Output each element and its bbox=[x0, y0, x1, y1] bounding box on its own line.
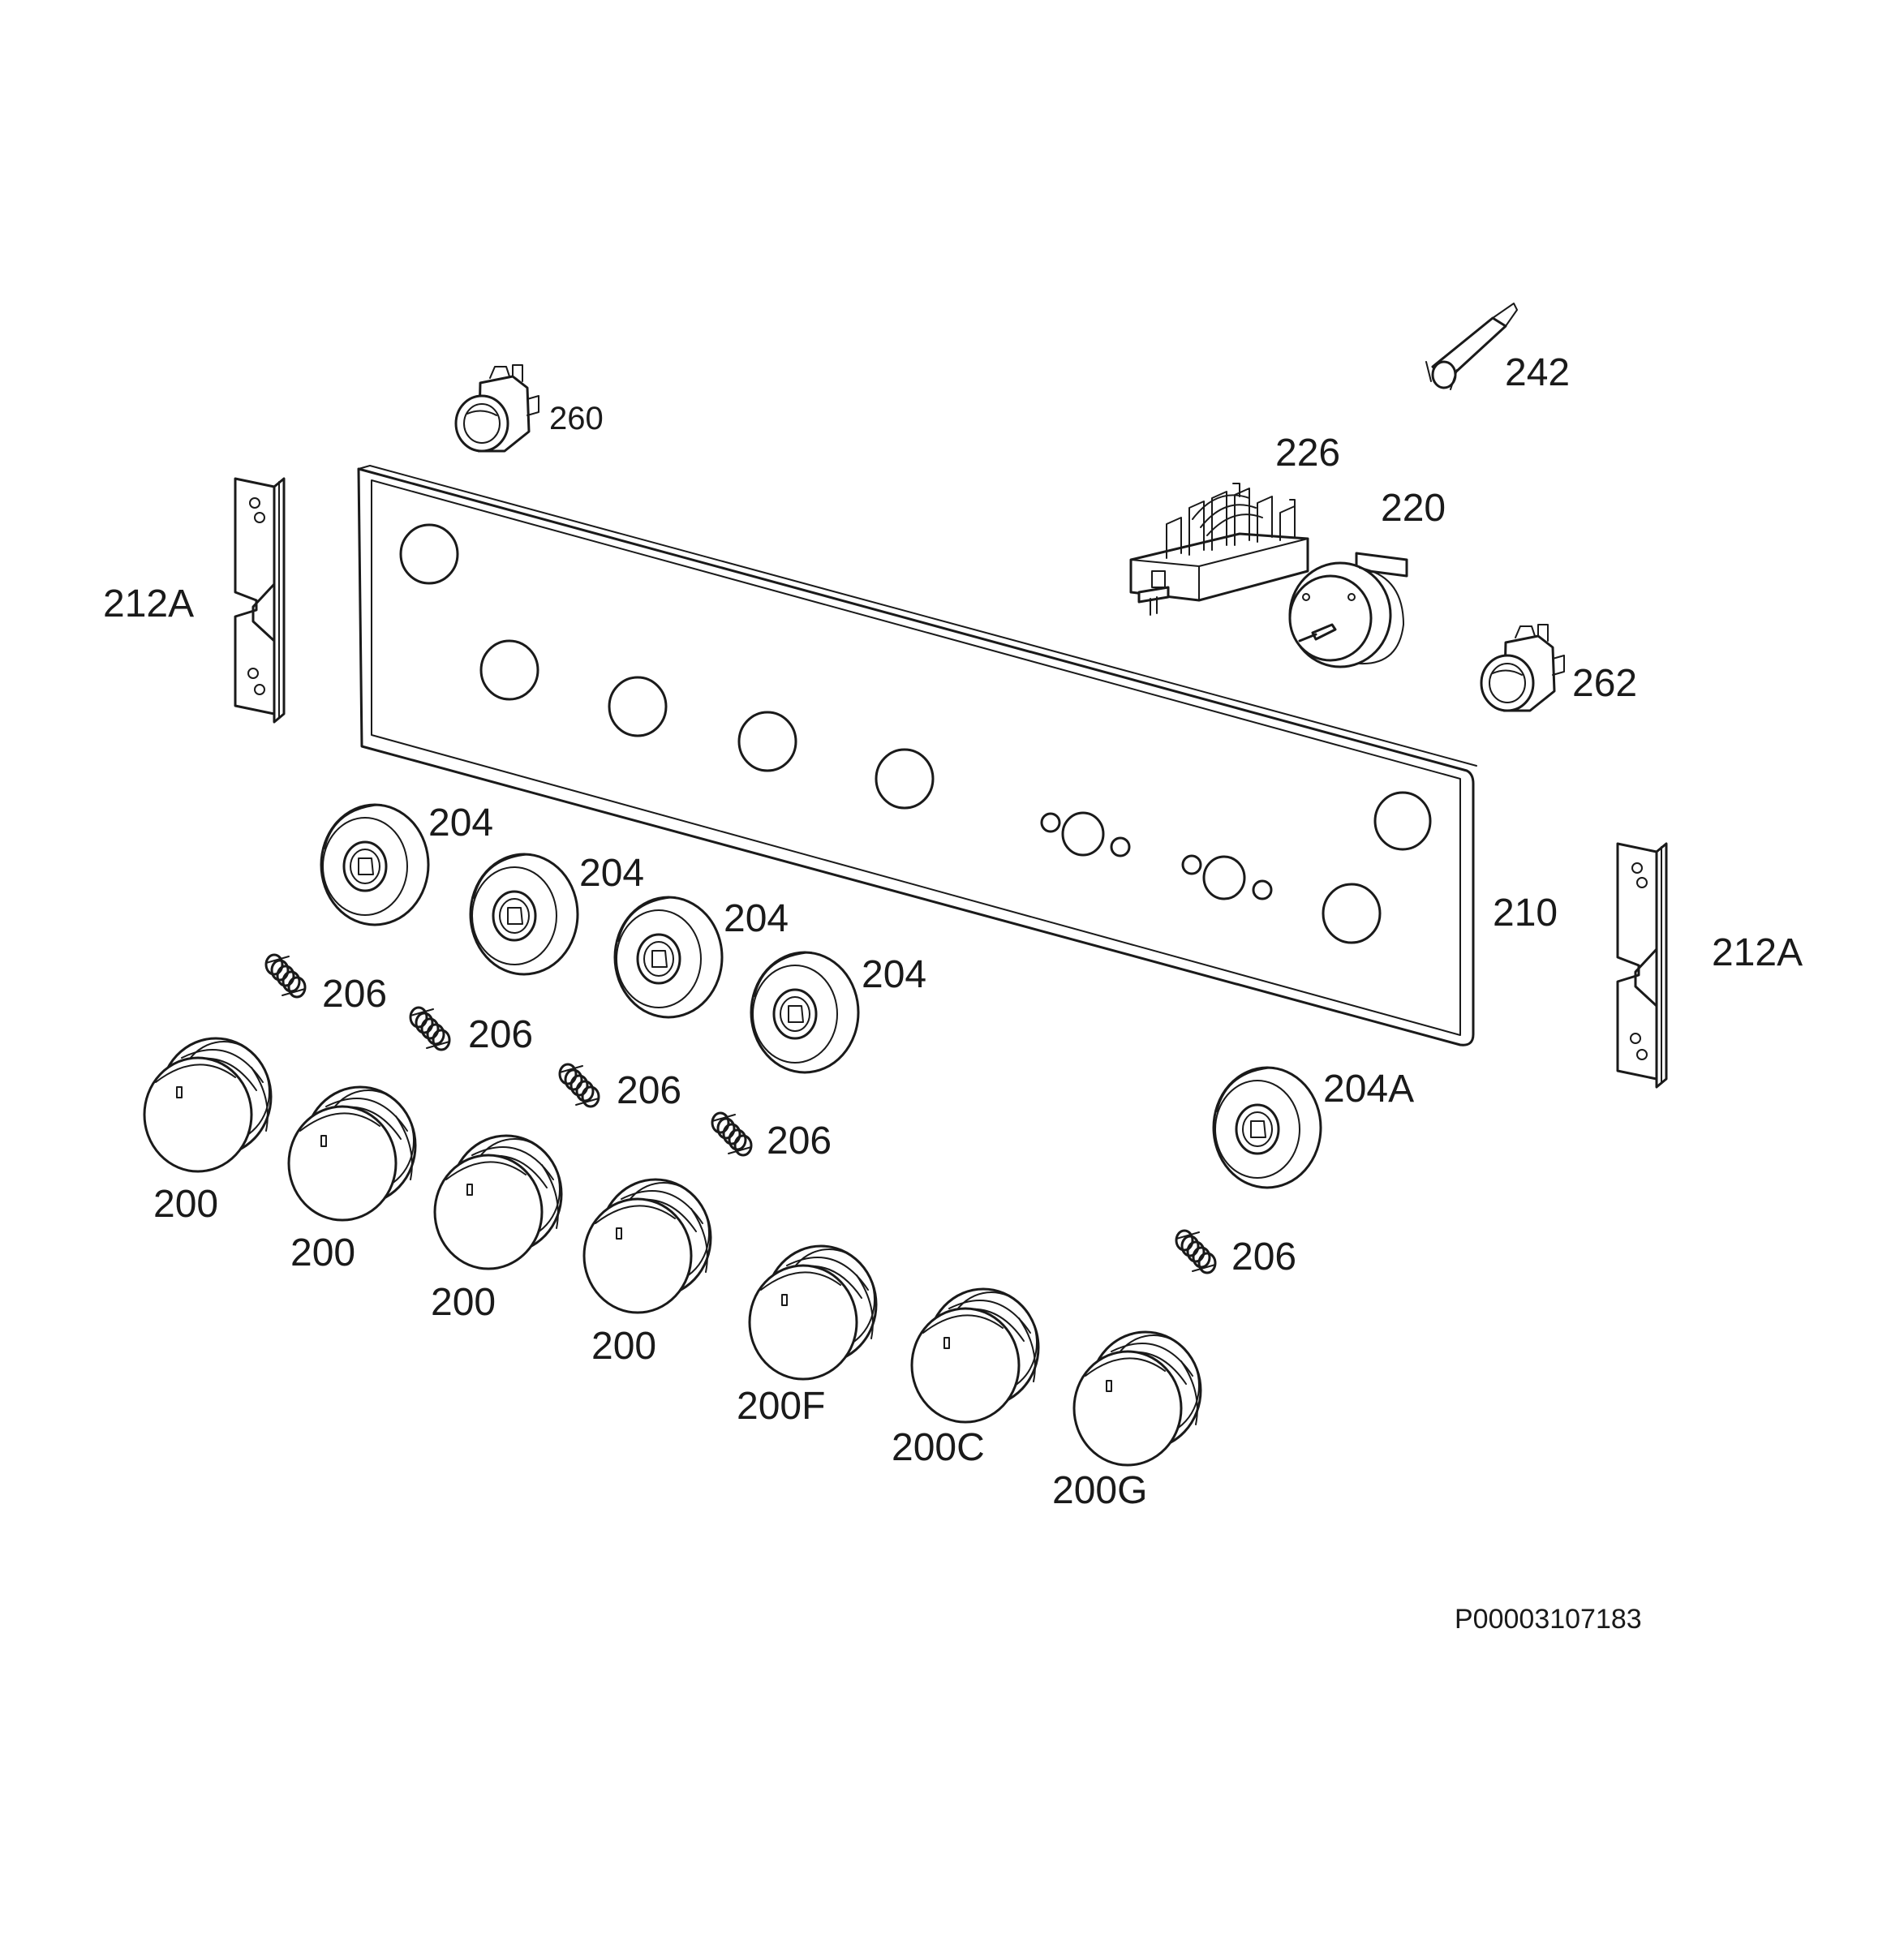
knob-200-2 bbox=[287, 1085, 417, 1222]
panel-hole bbox=[479, 639, 539, 701]
panel-hole-small bbox=[1181, 854, 1202, 875]
spring-206-3 bbox=[558, 1063, 600, 1108]
label-206-3: 206 bbox=[617, 1069, 681, 1112]
label-206-2: 206 bbox=[468, 1013, 533, 1056]
panel-hole-small bbox=[1252, 879, 1273, 900]
label-206-4: 206 bbox=[767, 1119, 832, 1162]
label-210: 210 bbox=[1493, 892, 1558, 935]
label-200-3: 200 bbox=[431, 1281, 496, 1324]
lamp-holder-262 bbox=[1480, 623, 1566, 712]
label-200g: 200G bbox=[1052, 1469, 1147, 1512]
knob-200-3 bbox=[433, 1134, 563, 1270]
panel-hole bbox=[399, 523, 459, 585]
side-bracket-212a-right bbox=[1616, 842, 1668, 1089]
lamp-holder-260 bbox=[454, 363, 540, 453]
label-206-1: 206 bbox=[322, 973, 387, 1016]
label-212a-left: 212A bbox=[103, 582, 194, 625]
label-204-1: 204 bbox=[428, 801, 493, 844]
bezel-204a bbox=[1212, 1066, 1322, 1189]
panel-hole bbox=[737, 711, 797, 772]
side-bracket-212a-left bbox=[234, 477, 286, 724]
panel-inner-edge bbox=[371, 479, 1461, 1036]
panel-hole bbox=[875, 748, 935, 810]
knob-200c bbox=[910, 1287, 1040, 1424]
panel-hole bbox=[1373, 791, 1432, 851]
knob-200g bbox=[1072, 1330, 1202, 1467]
label-200-4: 200 bbox=[591, 1325, 656, 1368]
panel-hole bbox=[1061, 811, 1105, 857]
spring-206-1 bbox=[264, 953, 307, 999]
label-200-2: 200 bbox=[290, 1231, 355, 1274]
label-242: 242 bbox=[1505, 351, 1570, 394]
spring-206-4 bbox=[711, 1111, 753, 1157]
label-226: 226 bbox=[1275, 432, 1340, 475]
label-220: 220 bbox=[1381, 487, 1446, 530]
label-200c: 200C bbox=[892, 1426, 985, 1469]
switch-242 bbox=[1425, 303, 1518, 390]
spring-206-5 bbox=[1175, 1229, 1217, 1274]
label-212a-right: 212A bbox=[1712, 931, 1803, 974]
panel-hole bbox=[1202, 855, 1246, 900]
bezel-204-4 bbox=[750, 951, 860, 1074]
bezel-204-1 bbox=[320, 803, 430, 926]
panel-hole bbox=[608, 676, 668, 737]
panel-hole-small bbox=[1040, 812, 1061, 833]
label-200f: 200F bbox=[737, 1385, 825, 1428]
spring-206-2 bbox=[409, 1006, 451, 1051]
label-200-1: 200 bbox=[153, 1183, 218, 1226]
energy-regulator-220 bbox=[1288, 552, 1408, 668]
label-260: 260 bbox=[549, 401, 604, 436]
selector-switch-226 bbox=[1129, 483, 1309, 616]
bezel-204-2 bbox=[469, 853, 579, 976]
knob-200-1 bbox=[143, 1037, 273, 1173]
panel-top-edge bbox=[358, 465, 1477, 767]
panel-hole-small bbox=[1110, 836, 1131, 857]
panel-hole bbox=[1322, 883, 1382, 944]
label-262: 262 bbox=[1572, 662, 1637, 705]
label-204-3: 204 bbox=[724, 897, 789, 940]
bezel-204-3 bbox=[613, 896, 724, 1019]
label-206-5: 206 bbox=[1231, 1235, 1296, 1278]
label-204-4: 204 bbox=[862, 953, 926, 996]
knob-200f bbox=[748, 1244, 878, 1381]
label-204a: 204A bbox=[1323, 1068, 1414, 1111]
label-204-2: 204 bbox=[579, 852, 644, 895]
knob-200-4 bbox=[582, 1178, 712, 1314]
drawing-code: P00003107183 bbox=[1455, 1604, 1642, 1635]
control-panel-210 bbox=[357, 465, 1477, 1046]
